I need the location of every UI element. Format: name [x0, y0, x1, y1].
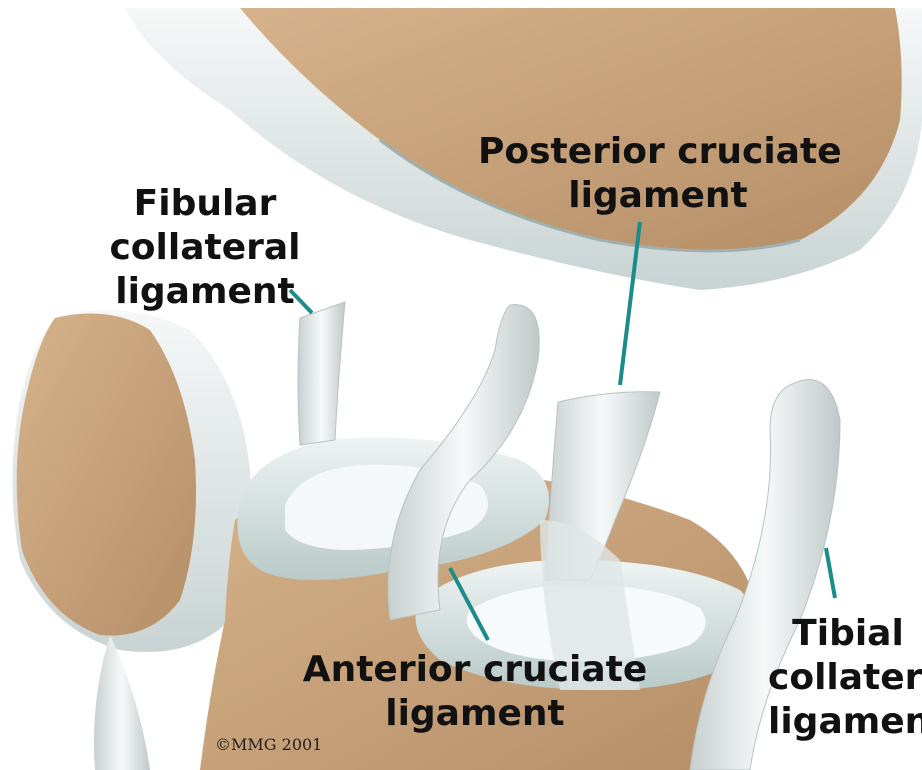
label-line: Posterior cruciate	[478, 130, 838, 174]
label-line: Fibular	[100, 182, 310, 226]
copyright-notice: ©MMG 2001	[215, 735, 322, 754]
label-line: collateral	[768, 656, 922, 700]
fibular-collateral-ligament-label: Fibular collateral ligament	[100, 182, 310, 314]
label-line: ligament	[478, 174, 838, 218]
label-line: ligament	[100, 270, 310, 314]
fibular-collateral-ligament-shape	[298, 302, 345, 445]
anterior-cruciate-ligament-label: Anterior cruciate ligament	[300, 648, 650, 736]
label-line: ligament	[300, 692, 650, 736]
label-line: Anterior cruciate	[300, 648, 650, 692]
posterior-cruciate-ligament-label: Posterior cruciate ligament	[478, 130, 838, 218]
tibial-collateral-ligament-label: Tibial collateral ligament	[768, 612, 922, 744]
label-line: Tibial	[768, 612, 922, 656]
tcl-leader-line	[826, 548, 835, 598]
label-line: ligament	[768, 700, 922, 744]
label-line: collateral	[100, 226, 310, 270]
